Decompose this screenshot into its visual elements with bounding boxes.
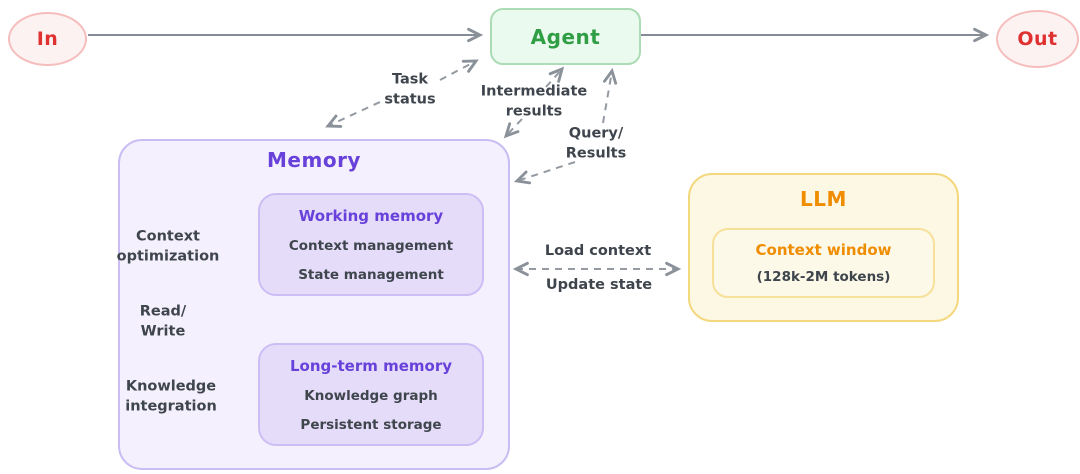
long-term-memory-item: Knowledge graph (304, 388, 438, 404)
node-agent-label: Agent (530, 24, 601, 49)
arrow-query-up (602, 67, 618, 124)
memory-title: Memory (267, 148, 361, 172)
node-in: In (8, 12, 87, 66)
edge-label-update-state: Update state (545, 276, 653, 293)
arrow-query-down (513, 161, 576, 185)
edge-label-knowledge-integration: Knowledge integration (125, 378, 217, 415)
node-out: Out (996, 10, 1079, 68)
node-out-label: Out (1017, 28, 1058, 50)
long-term-memory-title: Long-term memory (289, 357, 452, 375)
edge-label-read-write: Read/ Write (139, 303, 187, 340)
node-agent: Agent (490, 8, 641, 65)
llm-title: LLM (800, 187, 847, 211)
working-memory-item: Context management (288, 238, 454, 254)
node-long-term-memory: Long-term memory Knowledge graph Persist… (258, 343, 484, 446)
node-working-memory: Working memory Context management State … (258, 193, 484, 296)
context-window-title: Context window (755, 241, 892, 259)
edge-label-load-context: Load context (544, 242, 652, 259)
edge-label-context-optimization: Context optimization (116, 228, 220, 265)
edge-label-intermediate-results: Intermediate results (480, 83, 588, 120)
context-window-capacity: (128k-2M tokens) (756, 269, 891, 285)
working-memory-title: Working memory (298, 207, 444, 225)
long-term-memory-item: Persistent storage (300, 417, 442, 433)
edge-label-task-status: Task status (384, 71, 436, 108)
node-in-label: In (36, 28, 59, 50)
arrow-task-status-up (439, 59, 479, 81)
node-context-window: Context window (128k-2M tokens) (712, 228, 935, 298)
working-memory-item: State management (298, 267, 444, 283)
arrow-task-status-down (325, 101, 381, 128)
edge-label-query-results: Query/ Results (565, 125, 627, 162)
